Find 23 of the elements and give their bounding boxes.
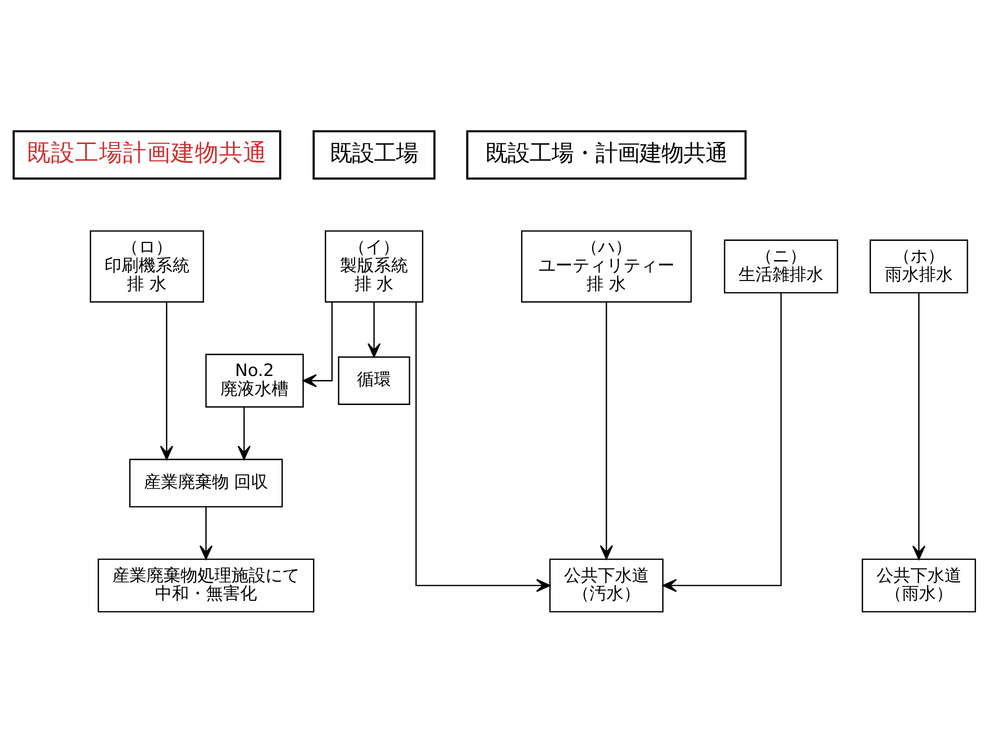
arrow <box>662 292 782 592</box>
arrow <box>367 301 381 357</box>
arrow <box>912 292 926 560</box>
arrow <box>238 406 251 460</box>
node-box: 産業廃棄物処理施設にて 中和・無害化 <box>98 558 314 612</box>
node-box: （ロ） 印刷機系統 排 水 <box>90 230 204 302</box>
node-box: 既設工場 <box>312 130 436 180</box>
node-box: 既設工場計画建物共通 <box>12 130 282 180</box>
node-box: （ハ） ユーティリティー 排 水 <box>521 230 692 302</box>
node-box: No.2 廃液水槽 <box>205 353 304 408</box>
node-box: 産業廃棄物 回収 <box>129 458 283 507</box>
node-box: 公共下水道 （雨水） <box>862 558 976 612</box>
node-box: （イ） 製版系統 排 水 <box>324 230 424 302</box>
arrow <box>600 302 613 560</box>
node-box: 公共下水道 （汚水） <box>549 558 664 612</box>
node-box: 循環 <box>338 356 410 404</box>
node-box: 既設工場・計画建物共通 <box>466 130 747 180</box>
node-box: （ニ） 生活雑排水 <box>724 239 838 293</box>
arrow <box>415 302 550 592</box>
arrow <box>302 301 333 387</box>
node-box: （ホ） 雨水排水 <box>870 239 968 293</box>
arrow <box>199 506 213 560</box>
arrow <box>160 302 174 460</box>
